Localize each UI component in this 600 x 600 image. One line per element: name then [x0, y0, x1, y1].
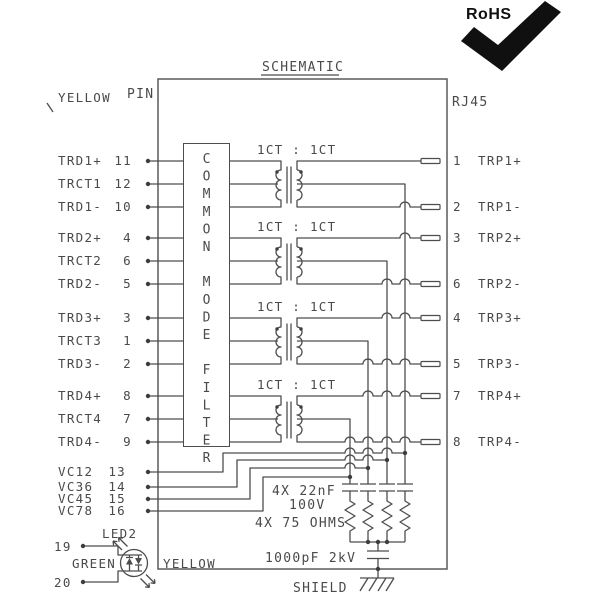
pin-name: VC36 — [58, 479, 93, 494]
pin-number: 8 — [123, 388, 132, 403]
led-diode-up — [126, 558, 133, 565]
pin-name: VC12 — [58, 464, 93, 479]
pin-name: TRP4+ — [478, 388, 522, 403]
pin-name: TRP3+ — [478, 310, 522, 325]
led-pin-20: 20 — [54, 575, 72, 590]
transformer-1-ratio: 1CT : 1CT — [257, 142, 336, 157]
pin-name: TRD4- — [58, 434, 102, 449]
yellow-leader-tick — [46, 102, 54, 113]
junction-dots — [80, 158, 408, 585]
pin-name: TRD1- — [58, 199, 102, 214]
page-title: SCHEMATIC — [262, 60, 344, 75]
pin-number: 6 — [453, 276, 462, 291]
pin-number: 5 — [453, 356, 462, 371]
transformer-4-ratio: 1CT : 1CT — [257, 377, 336, 392]
rj45-header: RJ45 — [452, 95, 489, 110]
pin-name: TRP4- — [478, 434, 522, 449]
pin-number: 1 — [123, 333, 132, 348]
led-green-label: GREEN — [72, 556, 116, 571]
transformer-2 — [230, 232, 421, 460]
pin-name: TRCT1 — [58, 176, 102, 191]
rohs-checkmark — [461, 1, 561, 71]
transformer-3 — [230, 312, 421, 468]
pin-name: TRP2- — [478, 276, 522, 291]
pin-number: 12 — [114, 176, 132, 191]
yellow-header: YELLOW — [58, 90, 111, 105]
pin-number: 13 — [108, 464, 126, 479]
pin-number: 3 — [123, 310, 132, 325]
pin-number: 16 — [108, 503, 126, 518]
cap-voltage-label: 100V — [289, 498, 326, 513]
pin-name: TRD4+ — [58, 388, 102, 403]
transformer-4 — [230, 390, 421, 477]
common-mode-filter-label: COMMON MODE FILTER — [199, 152, 214, 469]
pin-number: 7 — [453, 388, 462, 403]
pin-name: TRD3+ — [58, 310, 102, 325]
left-pin-names: TRD1+ TRCT1 TRD1- TRD2+ TRCT2 TRD2- TRD3… — [58, 153, 102, 518]
vc-wires — [148, 447, 405, 512]
pin-name: VC78 — [58, 503, 93, 518]
led-diode-down — [135, 558, 142, 565]
common-mode-filter-block: COMMON MODE FILTER — [183, 143, 230, 469]
left-pin-wires — [148, 160, 183, 443]
left-pin-numbers: 11 12 10 4 6 5 3 1 2 8 7 9 13 14 15 16 — [108, 153, 132, 518]
rohs-label: RoHS — [466, 6, 512, 23]
pin-number: 6 — [123, 253, 132, 268]
pin-name: TRCT2 — [58, 253, 102, 268]
pin-number: 2 — [123, 356, 132, 371]
led-arrows-top — [112, 536, 128, 551]
pin-name: TRD3- — [58, 356, 102, 371]
pin-number: 15 — [108, 491, 126, 506]
pin-number: 11 — [114, 153, 132, 168]
pin-number: 7 — [123, 411, 132, 426]
pin-name: TRCT3 — [58, 333, 102, 348]
ground-symbol — [359, 577, 395, 592]
pin-number: 8 — [453, 434, 462, 449]
pin-number: 1 — [453, 153, 462, 168]
pin-name: TRD2+ — [58, 230, 102, 245]
pin-name: TRP1- — [478, 199, 522, 214]
pin-number: 4 — [453, 310, 462, 325]
pin-number: 4 — [123, 230, 132, 245]
hv-cap-label: 1000pF 2kV — [265, 551, 356, 566]
pin-name: TRP2+ — [478, 230, 522, 245]
pin-name: TRD2- — [58, 276, 102, 291]
pin-number: 5 — [123, 276, 132, 291]
transformer-1 — [230, 160, 421, 453]
pin-name: TRP1+ — [478, 153, 522, 168]
pin-header: PIN — [127, 87, 154, 102]
pin-name: TRCT4 — [58, 411, 102, 426]
shield-label: SHIELD — [293, 581, 348, 596]
rj45-pin-terminals — [420, 157, 441, 446]
led-arrows-bottom — [140, 574, 156, 589]
right-pin-labels: 1 TRP1+ 2 TRP1- 3 TRP2+ 6 TRP2- 4 TRP3+ … — [453, 153, 522, 449]
schematic-outline-box — [157, 78, 448, 570]
pin-name: TRP3- — [478, 356, 522, 371]
led-pin-19: 19 — [54, 539, 72, 554]
led-circuit — [83, 536, 156, 589]
rohs-logo: RoHS — [461, 1, 561, 71]
led-circle — [119, 548, 149, 578]
transformer-2-ratio: 1CT : 1CT — [257, 219, 336, 234]
cap-array-label: 4X 22nF — [272, 484, 336, 499]
resistor-array-label: 4X 75 OHMS — [255, 516, 346, 531]
led2-label: LED2 — [102, 526, 137, 541]
pin-number: 3 — [453, 230, 462, 245]
pin-number: 2 — [453, 199, 462, 214]
pin-name: TRD1+ — [58, 153, 102, 168]
pin-number: 9 — [123, 434, 132, 449]
pin-name: VC45 — [58, 491, 93, 506]
transformer-3-ratio: 1CT : 1CT — [257, 299, 336, 314]
led-yellow-label: YELLOW — [163, 556, 216, 571]
pin-number: 14 — [108, 479, 126, 494]
pin-number: 10 — [114, 199, 132, 214]
